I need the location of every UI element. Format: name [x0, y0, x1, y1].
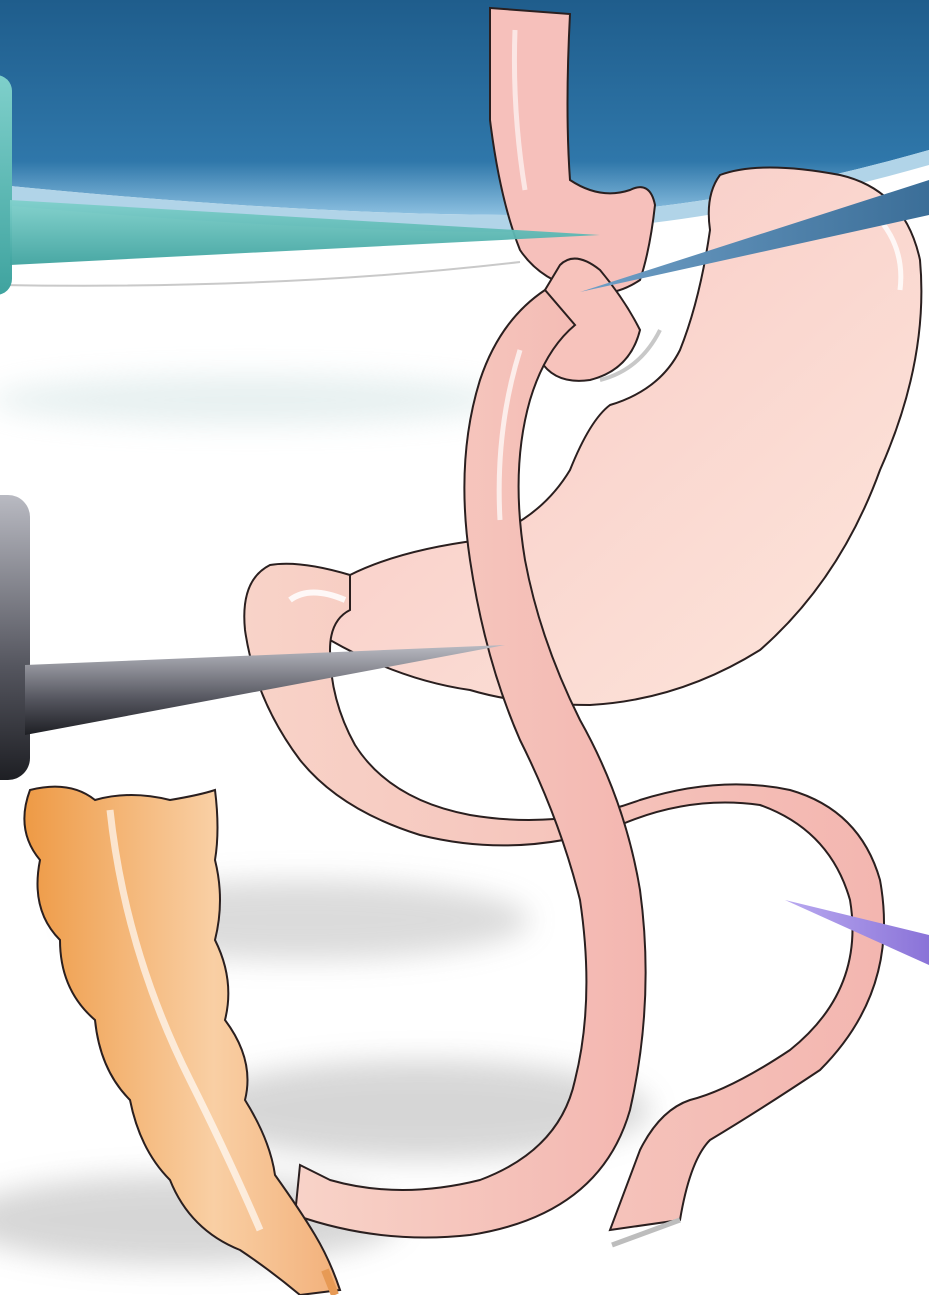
dark-callout-pointer: [25, 645, 505, 735]
dark-callout-box: [0, 495, 30, 780]
